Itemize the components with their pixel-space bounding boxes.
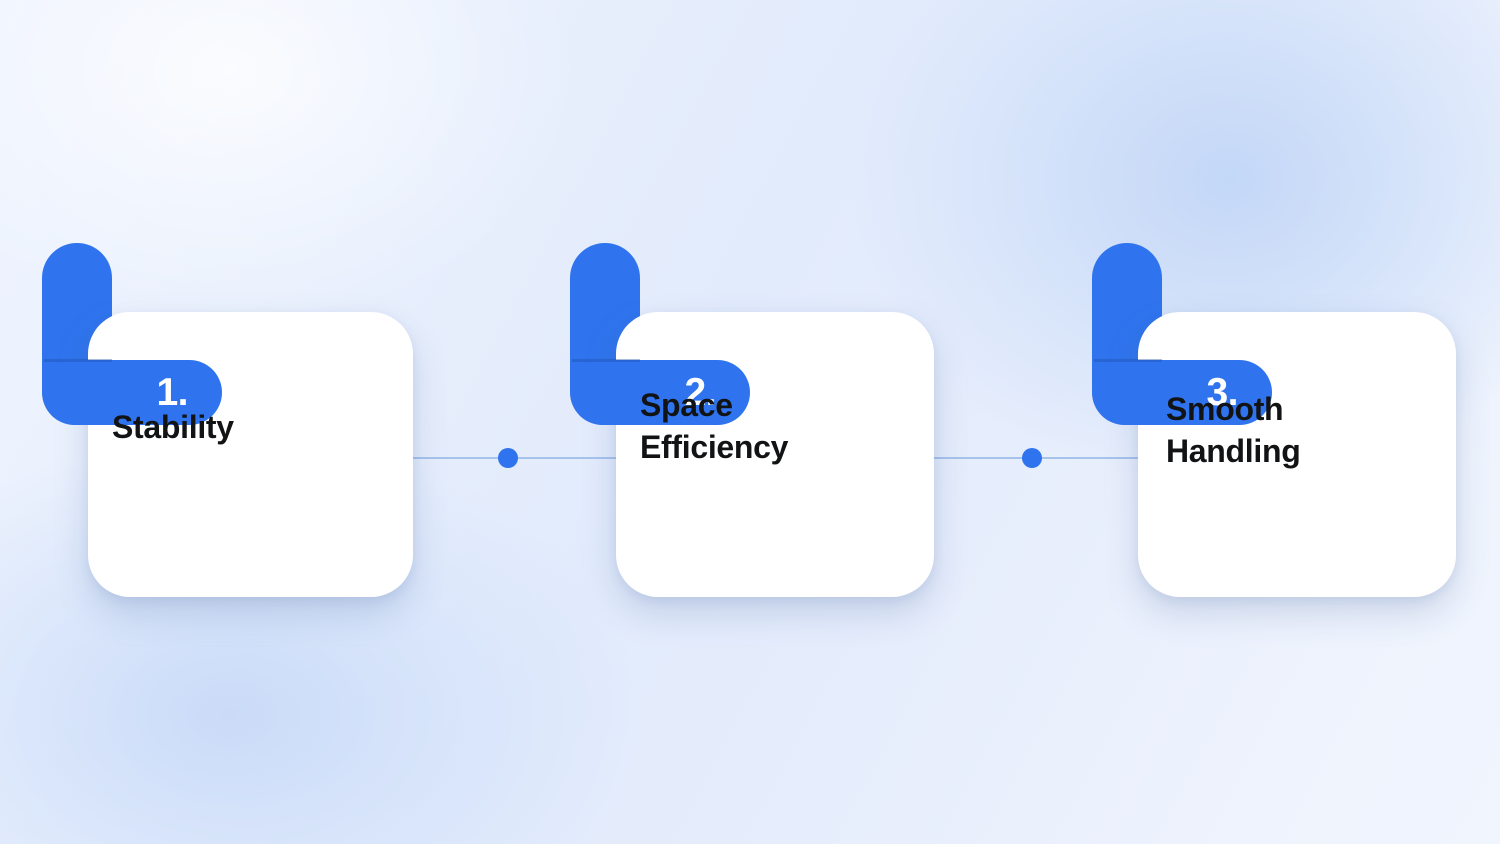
step-card-2[interactable]: 2. Space Efficiency: [570, 243, 1010, 643]
step-1-number-label: 1.: [156, 371, 188, 414]
step-card-3[interactable]: 3. Smooth Handling: [1092, 243, 1500, 643]
step-2-number-badge: 2.: [570, 360, 750, 425]
step-2-title: Space Efficiency: [640, 387, 789, 466]
step-1-title: Stability: [112, 409, 234, 445]
connector-dot-2-3: [1022, 448, 1042, 468]
step-card-1[interactable]: 1. Stability: [42, 243, 482, 643]
step-2-number-label: 2.: [684, 371, 716, 414]
step-1-card-surface[interactable]: [88, 312, 413, 597]
step-3-title: Smooth Handling: [1166, 391, 1301, 470]
step-1-number-badge: 1.: [42, 360, 222, 425]
connector-dot-1-2: [498, 448, 518, 468]
